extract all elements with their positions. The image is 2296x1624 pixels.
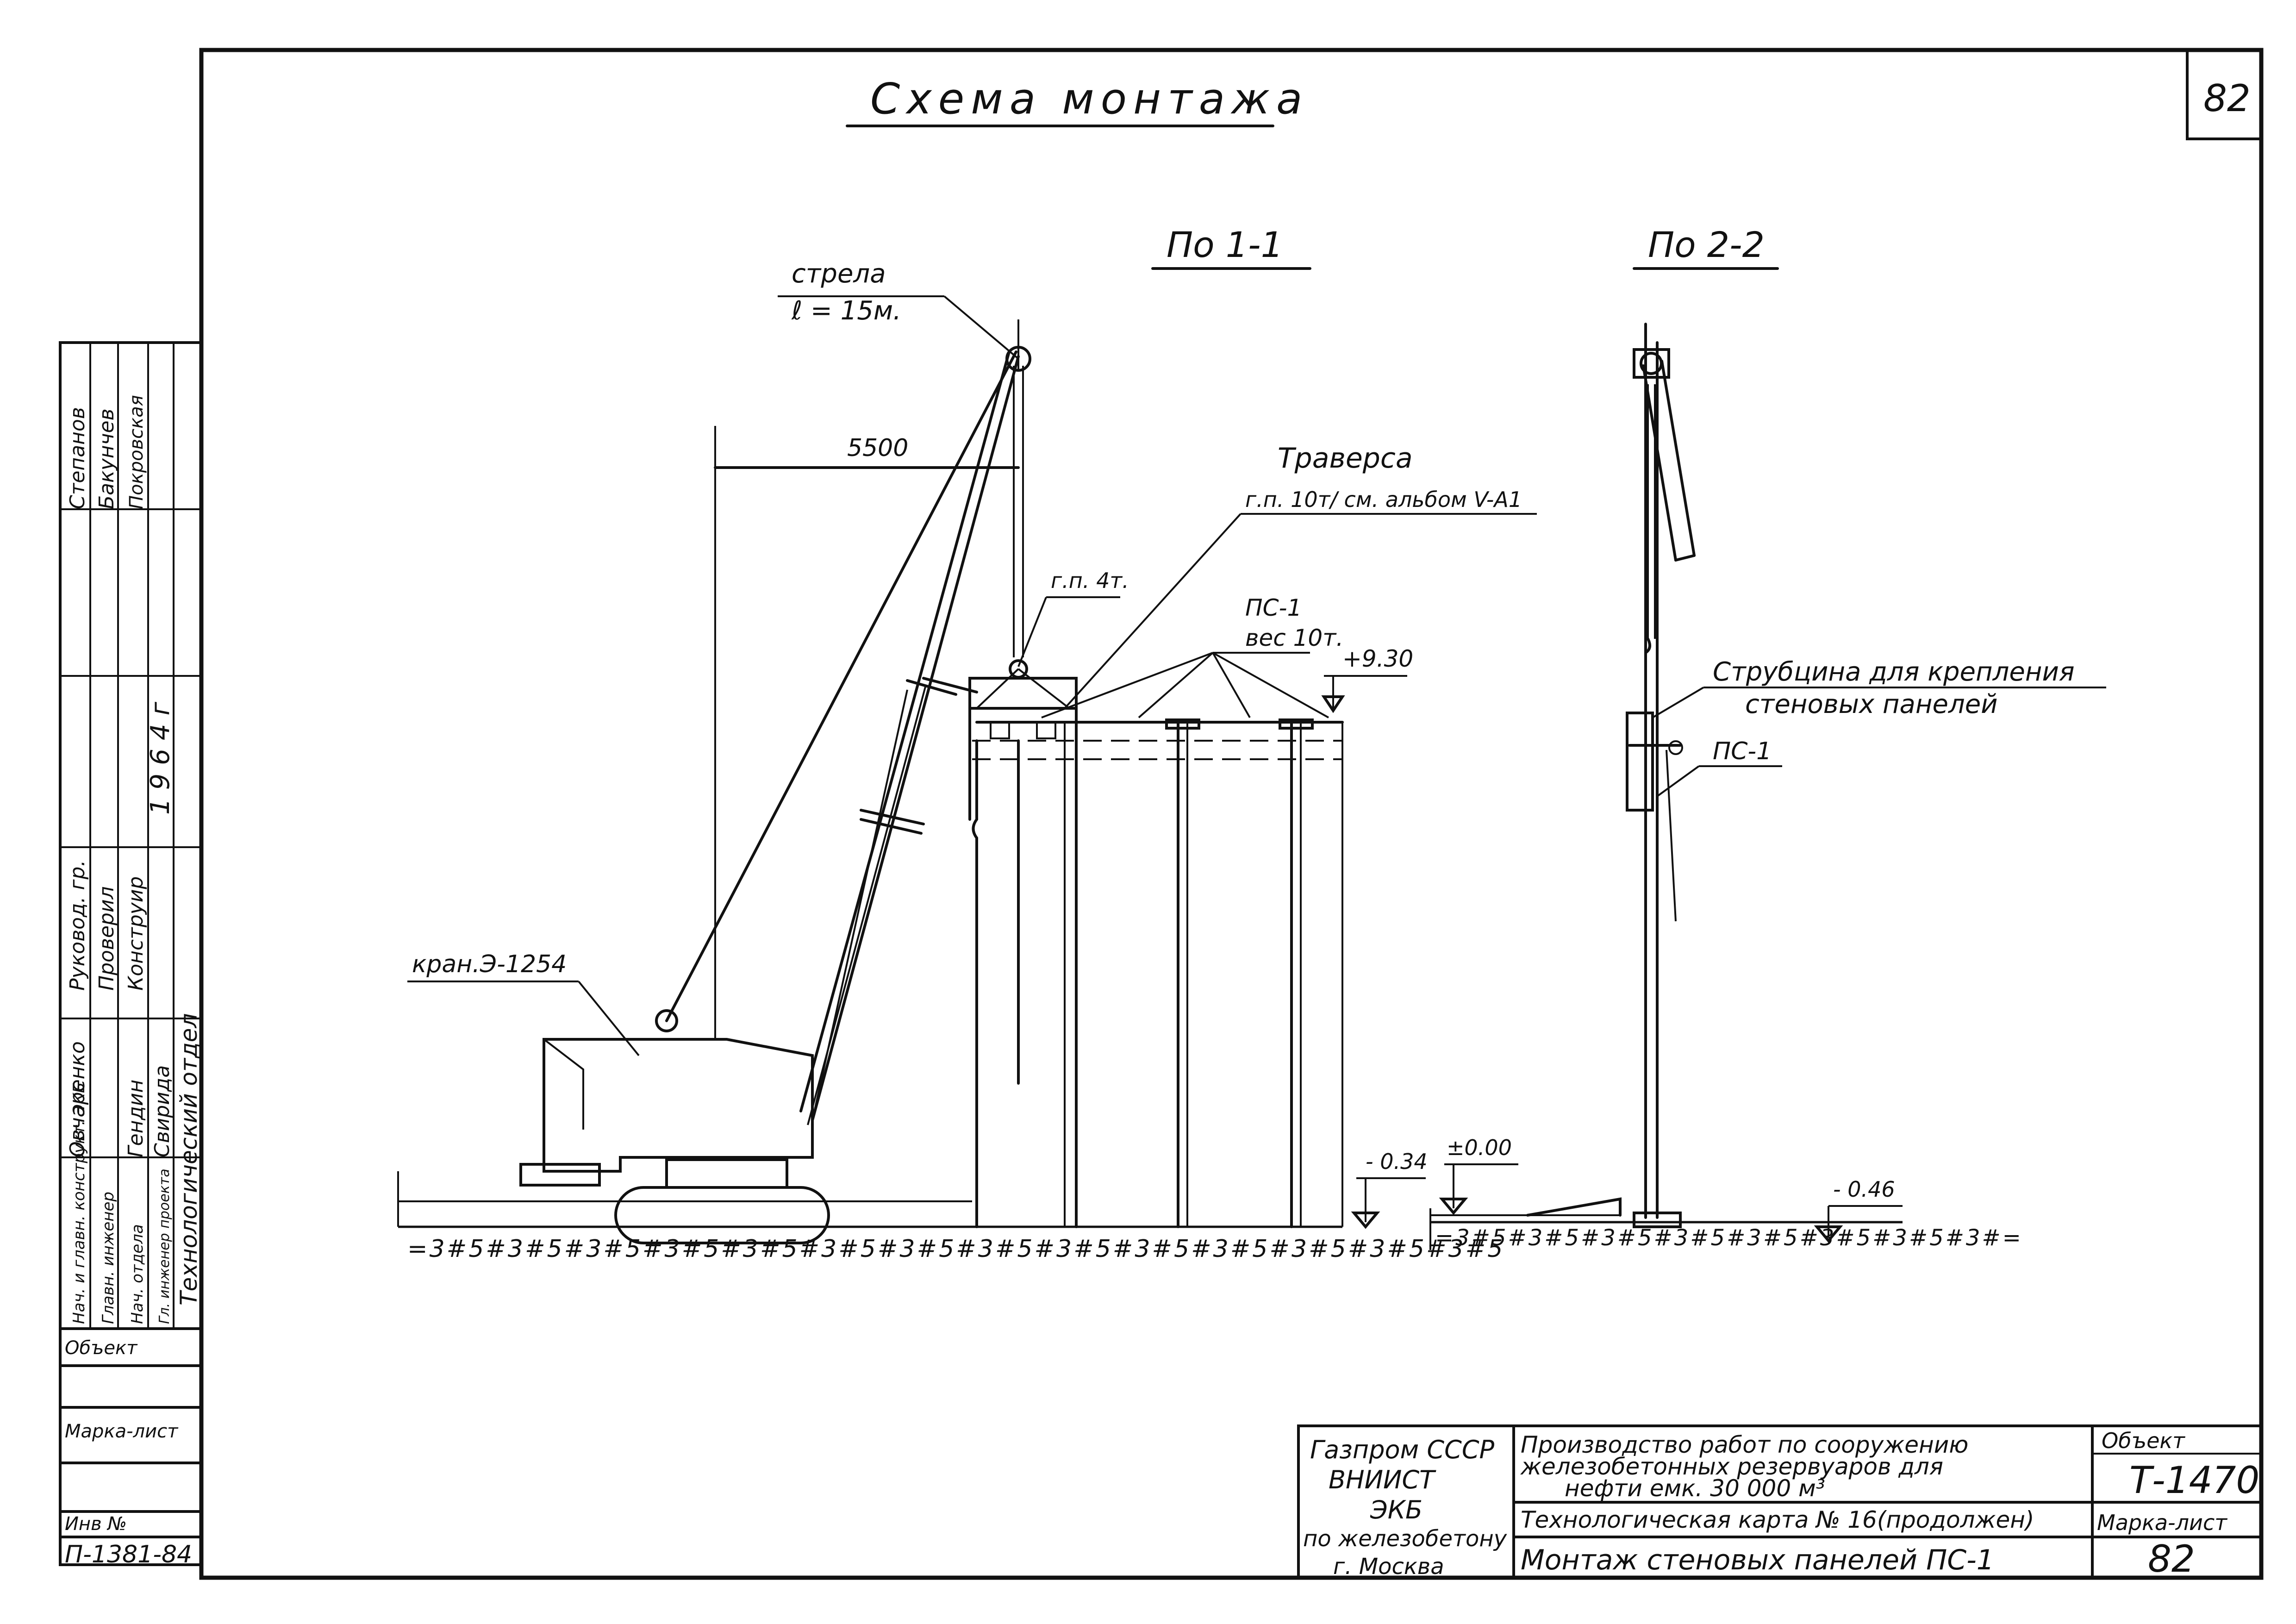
svg-text:г.п. 10т/ см. альбом V-A1: г.п. 10т/ см. альбом V-A1	[1245, 487, 1522, 512]
svg-text:- 0.46: - 0.46	[1833, 1177, 1895, 1202]
sheet-frame: 82	[199, 48, 2264, 1580]
mark-label: Марка-лист	[2097, 1510, 2227, 1535]
description-3: нефти емк. 30 000 м³	[1565, 1475, 1825, 1502]
crane-label: кран.Э-1254	[407, 950, 640, 1056]
svg-text:Гендин: Гендин	[124, 1080, 148, 1157]
svg-text:Объект: Объект	[65, 1337, 138, 1359]
traverse	[968, 668, 1342, 1085]
page-number: 82	[2203, 77, 2251, 120]
crane-boom	[799, 319, 1031, 1125]
boom-label: стрела ℓ = 15м.	[778, 259, 1019, 360]
svg-text:=3#5#3#5#3#5#3#5#3#5#3#5#3#5#3: =3#5#3#5#3#5#3#5#3#5#3#5#3#5#3#5#3#5#3#5…	[407, 1235, 1504, 1263]
svg-text:Овчаренко: Овчаренко	[66, 1041, 89, 1157]
wall-panels	[972, 718, 1344, 1228]
mark-value: 82	[2148, 1537, 2195, 1580]
svg-text:стеновых панелей: стеновых панелей	[1745, 689, 1998, 719]
svg-text:ПС-1: ПС-1	[1245, 594, 1302, 621]
svg-text:Конструир: Конструир	[124, 876, 148, 991]
crane-body	[519, 350, 1017, 1244]
section-1-1: =3#5#3#5#3#5#3#5#3#5#3#5#3#5#3#5#3#5#3#5…	[397, 259, 1537, 1263]
heading: Схема монтажа По 1-1 По 2-2	[846, 74, 1779, 270]
svg-text:Свирида: Свирида	[150, 1065, 174, 1157]
dimension-5500: 5500	[714, 426, 1020, 1039]
description-2: железобетонных резервуаров для	[1520, 1453, 1943, 1480]
svg-text:+9.30: +9.30	[1342, 645, 1413, 672]
elevation-left: - 0.34	[1351, 1149, 1428, 1229]
svg-text:Марка-лист: Марка-лист	[65, 1421, 179, 1442]
svg-text:ℓ = 15м.: ℓ = 15м.	[791, 296, 901, 326]
svg-text:стрела: стрела	[792, 259, 886, 289]
org-line-1: Газпром СССР	[1310, 1435, 1495, 1464]
side-stamp: Нач. и главн. конструкт. ЭКБ Овчаренко Р…	[59, 341, 203, 1568]
ground-line-2: =3#5#3#5#3#5#3#5#3#5#3#5#3#5#3#=	[1429, 1197, 2023, 1251]
object-value: Т-1470	[2129, 1459, 2259, 1502]
svg-text:- 0.34: - 0.34	[1366, 1149, 1428, 1174]
svg-text:Степанов: Степанов	[66, 407, 89, 509]
svg-text:вес 10т.: вес 10т.	[1245, 625, 1343, 651]
svg-text:П-1381-84: П-1381-84	[65, 1541, 192, 1568]
sheet-name: Монтаж стеновых панелей ПС-1	[1521, 1544, 1994, 1576]
section-title-2: По 2-2	[1648, 224, 1765, 265]
traverse-label: Траверса г.п. 10т/ см. альбом V-A1	[1064, 442, 1537, 709]
org-line-4: по железобетону	[1303, 1526, 1507, 1552]
elevation-right: - 0.46	[1814, 1177, 1903, 1243]
panel-side-view	[1626, 323, 1696, 1219]
svg-text:кран.Э-1254: кран.Э-1254	[412, 950, 567, 978]
panel-label-2: ПС-1	[1656, 737, 1782, 797]
svg-text:Нач. и главн. конструкт. ЭКБ: Нач. и главн. конструкт. ЭКБ	[70, 1082, 88, 1324]
section-title-1: По 1-1	[1167, 224, 1283, 265]
svg-text:Инв №: Инв №	[65, 1513, 127, 1535]
svg-text:г.п. 4т.: г.п. 4т.	[1051, 568, 1129, 593]
elevation-top: +9.30	[1321, 645, 1413, 713]
svg-text:=3#5#3#5#3#5#3#5#3#5#3#5#3#5#3: =3#5#3#5#3#5#3#5#3#5#3#5#3#5#3#=	[1435, 1225, 2023, 1251]
dimension-label: 5500	[847, 434, 908, 462]
svg-text:Нач. отдела: Нач. отдела	[128, 1224, 147, 1324]
hoist-rope	[1009, 366, 1028, 679]
description-1: Производство работ по сооружению	[1521, 1431, 1968, 1458]
svg-text:Технологический отдел: Технологический отдел	[175, 1013, 202, 1305]
svg-text:Струбцина для крепления: Струбцина для крепления	[1713, 657, 2075, 687]
svg-text:Бакунчев: Бакунчев	[95, 408, 119, 509]
svg-text:Главн. инженер: Главн. инженер	[99, 1192, 118, 1324]
svg-text:±0.00: ±0.00	[1447, 1135, 1512, 1160]
title-block: Газпром СССР ВНИИСТ ЭКБ по железобетону …	[1297, 1424, 2263, 1580]
tech-card: Технологическая карта № 16(продолжен)	[1521, 1506, 2034, 1533]
svg-text:Гл. инженер проекта: Гл. инженер проекта	[156, 1168, 173, 1324]
svg-text:Траверса: Траверса	[1278, 442, 1413, 475]
svg-text:1964г: 1964г	[145, 693, 175, 815]
ground-line: =3#5#3#5#3#5#3#5#3#5#3#5#3#5#3#5#3#5#3#5…	[397, 1171, 1504, 1263]
drawing-title: Схема монтажа	[870, 74, 1309, 124]
svg-text:Проверил: Проверил	[95, 886, 119, 991]
org-line-3: ЭКБ	[1370, 1495, 1423, 1524]
object-label: Объект	[2102, 1428, 2185, 1453]
org-line-5: г. Москва	[1333, 1554, 1444, 1580]
svg-text:ПС-1: ПС-1	[1713, 737, 1772, 765]
section-2-2: =3#5#3#5#3#5#3#5#3#5#3#5#3#5#3#= Струбци…	[1429, 323, 2106, 1251]
elevation-zero: ±0.00	[1439, 1135, 1518, 1215]
hook-capacity-label: г.п. 4т.	[1017, 568, 1129, 667]
svg-text:Покровская: Покровская	[126, 395, 147, 509]
org-line-2: ВНИИСТ	[1329, 1465, 1436, 1494]
clamp-label: Струбцина для крепления стеновых панелей	[1652, 657, 2106, 719]
svg-text:Руковод. гр.: Руковод. гр.	[66, 860, 89, 991]
panel-label: ПС-1 вес 10т.	[1041, 594, 1343, 718]
